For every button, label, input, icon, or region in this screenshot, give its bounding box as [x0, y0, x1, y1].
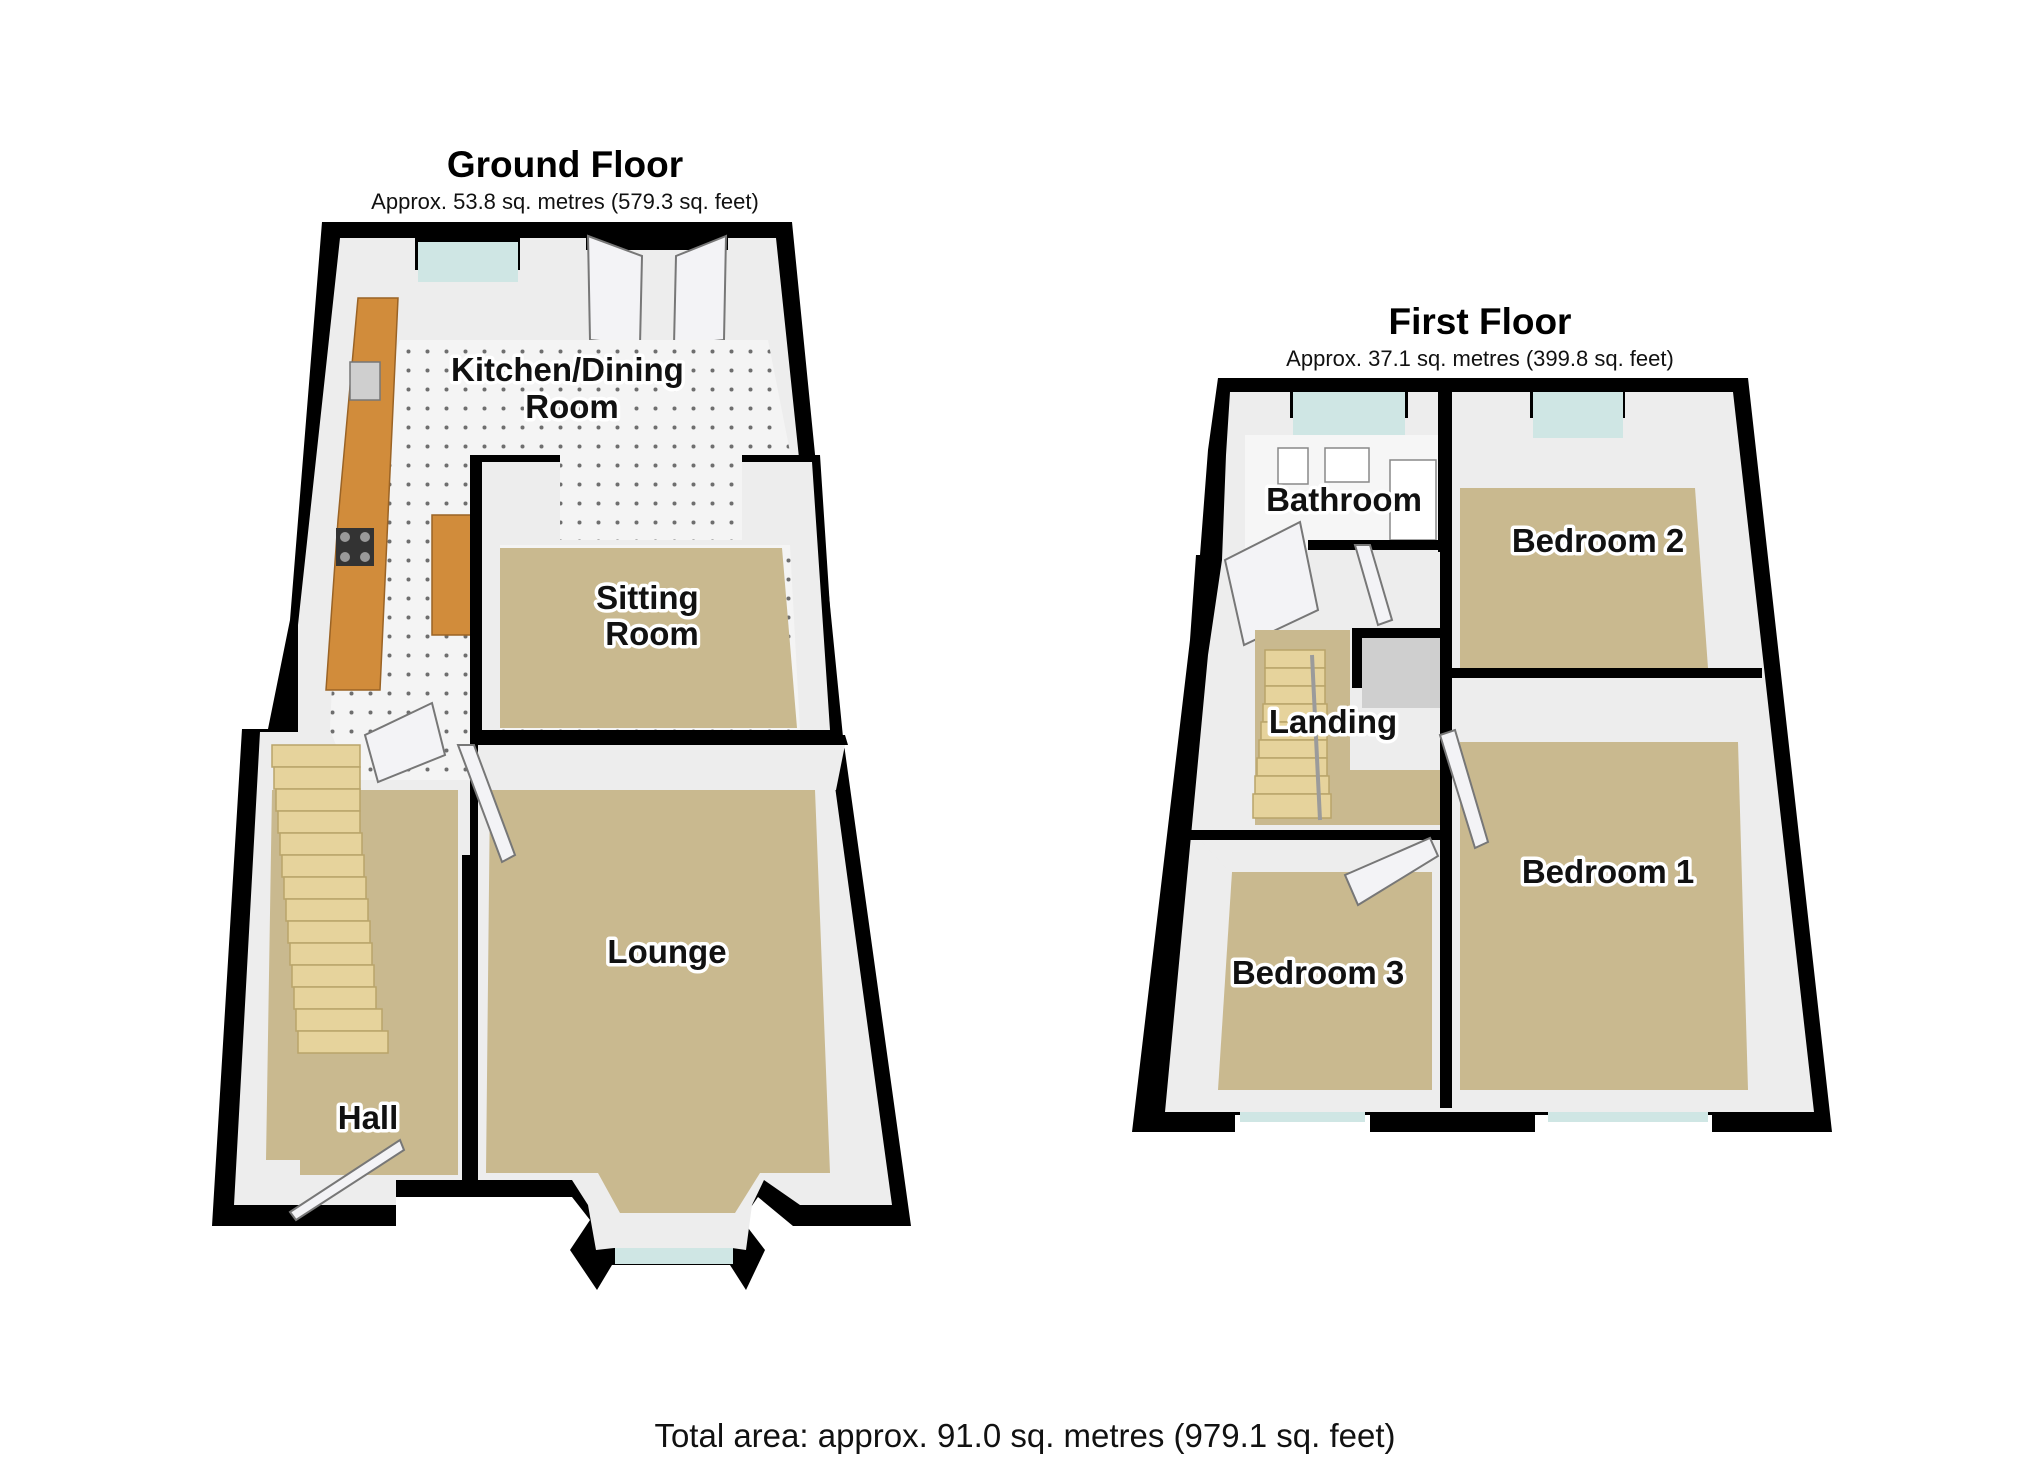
- hall-staircase: [271, 744, 389, 1054]
- kitchen-window: [418, 242, 518, 282]
- landing-staircase: [1252, 649, 1332, 819]
- bedroom3-window: [1240, 1112, 1365, 1122]
- bedroom2-floor: [1460, 488, 1708, 668]
- hall-label: Hall: [338, 1099, 399, 1136]
- bedroom1-floor: [1460, 742, 1748, 1090]
- ground-floor-area: Approx. 53.8 sq. metres (579.3 sq. feet): [371, 189, 759, 214]
- kitchen-french-door-left: [586, 234, 644, 347]
- bedroom1-label: Bedroom 1: [1522, 853, 1694, 890]
- bedroom3-floor: [1218, 872, 1432, 1090]
- landing-bannister: [1310, 654, 1322, 821]
- sitting-room-wall-right: [742, 455, 838, 730]
- cupboard-door: [1353, 544, 1394, 627]
- lounge-floor: [486, 790, 830, 1213]
- sitting-room-label: Sitting Room: [596, 579, 708, 652]
- cupboard-floor: [1362, 638, 1440, 708]
- kitchen-dining-room-label: Kitchen/Dining Room: [451, 351, 693, 425]
- toilet-icon: [1277, 447, 1309, 485]
- bedroom1-window: [1548, 1112, 1708, 1122]
- sink-icon: [349, 361, 381, 401]
- lounge-bay-window: [615, 1248, 733, 1264]
- ground-floor-title: Ground Floor: [447, 144, 683, 185]
- kitchen-door: [363, 701, 447, 784]
- bathroom-lower-wall: [1308, 540, 1452, 550]
- bedroom1-left-wall: [1440, 668, 1452, 1108]
- bedroom1-door: [1438, 728, 1490, 850]
- front-door: [288, 1138, 406, 1222]
- cupboard-wall-left: [1352, 628, 1362, 688]
- sitting-room-floor: [500, 548, 797, 728]
- bedroom1-inner-wall: [1452, 678, 1752, 742]
- lounge-label: Lounge: [607, 933, 726, 970]
- first-floor-title: First Floor: [1389, 301, 1572, 342]
- bedroom3-top-wall: [1190, 830, 1452, 840]
- lounge-inner-wall: [478, 745, 845, 855]
- first-floor-area: Approx. 37.1 sq. metres (399.8 sq. feet): [1286, 346, 1674, 371]
- bathroom-window: [1293, 392, 1405, 438]
- bathroom-door: [1223, 520, 1320, 647]
- bedroom3-label: Bedroom 3: [1232, 954, 1404, 991]
- landing-label: Landing: [1269, 703, 1397, 740]
- bedroom2-bottom-wall: [1440, 668, 1762, 678]
- bedroom2-partition-left: [1440, 392, 1452, 682]
- first-floor-plan: First Floor Approx. 37.1 sq. metres (399…: [1132, 301, 1832, 1132]
- bathroom-label: Bathroom: [1266, 481, 1422, 518]
- bedroom3-door: [1343, 836, 1440, 907]
- kitchen-unit: [431, 514, 473, 636]
- ground-floor-plan: Ground Floor Approx. 53.8 sq. metres (57…: [212, 144, 911, 1290]
- lounge-door: [456, 744, 517, 864]
- total-area: Total area: approx. 91.0 sq. metres (979…: [654, 1417, 1395, 1454]
- sitting-room-inner-walls: [482, 462, 830, 730]
- bedroom2-label: Bedroom 2: [1512, 522, 1684, 559]
- washbasin-icon: [1324, 447, 1370, 483]
- cupboard-wall: [1352, 628, 1448, 638]
- bedroom2-window: [1533, 392, 1623, 438]
